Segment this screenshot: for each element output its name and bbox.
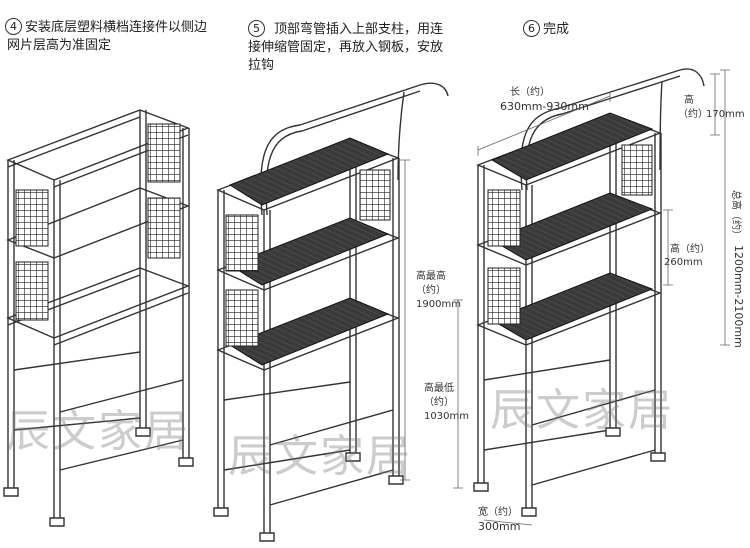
figure-step-4 — [3, 109, 194, 527]
steel-shelf-fig6-top — [490, 112, 654, 181]
length-value: 630mm-930mm — [500, 100, 589, 113]
grid-panel-fig6-left-upper — [487, 189, 521, 247]
step-4-number: 4 — [5, 18, 22, 35]
min-height-value: 1030mm — [424, 411, 469, 422]
total-height-value: 1200mm-2100mm — [732, 245, 745, 348]
grid-panel-upper-left — [15, 189, 49, 247]
min-height-label-1: 高最低 — [424, 383, 454, 394]
steel-shelf-top — [228, 137, 390, 206]
steel-shelf-fig6-middle — [490, 192, 654, 261]
top-height-label-1: 高 — [684, 95, 694, 106]
watermark-3: 辰文家居 — [490, 385, 674, 436]
steel-shelf-middle — [228, 217, 390, 286]
max-height-label-2: （约） — [416, 285, 446, 296]
dimension-lines — [400, 69, 730, 526]
steel-shelf-fig6-bottom — [490, 272, 654, 341]
grid-panel-fig5-left-lower — [225, 289, 259, 347]
step-4-line-1: 安装底层塑料横档连接件以侧边 — [25, 20, 208, 35]
width-label: 宽（约） — [478, 507, 518, 518]
step-6-number: 6 — [523, 20, 540, 37]
max-height-value: 1900mm — [416, 299, 461, 310]
grid-panel-lower-right — [147, 197, 181, 259]
watermark-1: 辰文家居 — [6, 406, 190, 457]
max-height-label-1: 高最高 — [416, 271, 446, 282]
grid-panel-fig6-right — [621, 144, 653, 196]
grid-panel-upper-right — [147, 123, 181, 183]
total-height-label: 总高（约） — [730, 190, 741, 240]
grid-panel-fig5-right — [359, 169, 391, 221]
step-5-number: 5 — [248, 20, 265, 37]
grid-panel-fig5-left-upper — [225, 214, 259, 272]
step-5-line-2: 接伸缩管固定，再放入钢板，安放 — [248, 40, 444, 55]
min-height-label-2: （约） — [424, 397, 454, 408]
width-value: 300mm — [478, 520, 521, 533]
top-height-label-2: （约） — [678, 109, 708, 120]
grid-panel-fig6-left-lower — [487, 267, 521, 325]
step-5-caption: 5 顶部弯管插入上部支柱，用连 接伸缩管固定，再放入钢板，安放 拉钩 — [248, 20, 443, 75]
step-4-line-2: 网片层高为准固定 — [7, 38, 112, 53]
steel-shelf-bottom — [228, 297, 390, 366]
grid-panel-lower-left — [15, 261, 49, 321]
shelf-gap-value: 260mm — [664, 257, 703, 268]
step-5-line-1: 顶部弯管插入上部支柱，用连 — [274, 22, 444, 37]
shelf-gap-label: 高（约） — [670, 244, 710, 255]
watermark-2: 辰文家居 — [228, 431, 412, 482]
step-6-line-1: 完成 — [543, 22, 570, 37]
top-height-value: 170mm — [706, 109, 745, 120]
length-label: 长（约） — [510, 87, 550, 98]
step-5-line-3: 拉钩 — [248, 58, 275, 73]
